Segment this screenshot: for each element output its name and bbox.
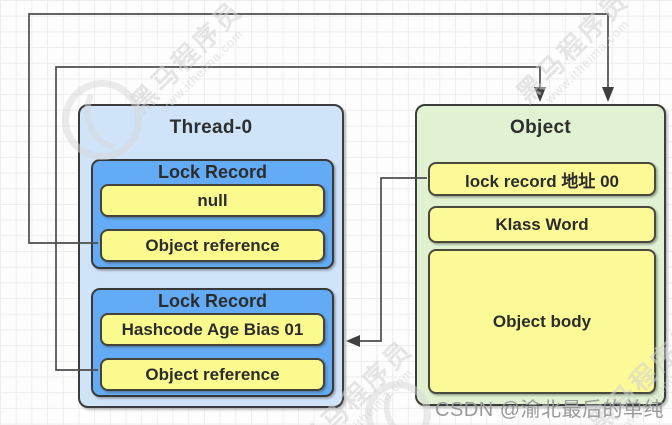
lock-record-2-title: Lock Record <box>157 291 268 311</box>
slot-hashcode-age-bias: Hashcode Age Bias 01 <box>100 313 325 346</box>
object-title: Object <box>510 117 571 138</box>
field-klass-word: Klass Word <box>428 206 656 243</box>
lock-record-1: Lock Record null Object reference <box>91 159 334 269</box>
arrowhead-down-left <box>534 87 546 102</box>
credit-text: CSDN @渝北最后的单纯 <box>435 399 665 421</box>
slot-null: null <box>100 184 325 217</box>
lock-record-2: Lock Record Hashcode Age Bias 01 Object … <box>91 288 334 397</box>
slot-object-reference-2: Object reference <box>100 358 325 391</box>
slot-object-reference-1: Object reference <box>100 229 325 262</box>
thread-title: Thread-0 <box>169 117 253 138</box>
arrowhead-down-right <box>602 87 614 102</box>
lock-record-1-title: Lock Record <box>157 162 268 182</box>
object-panel: Object lock record 地址 00 Klass Word Obje… <box>415 104 666 406</box>
field-object-body: Object body <box>428 249 656 394</box>
arrowhead-left <box>346 335 360 347</box>
thread-panel: Thread-0 Lock Record null Object referen… <box>78 104 344 408</box>
field-lock-record-address: lock record 地址 00 <box>428 162 656 196</box>
